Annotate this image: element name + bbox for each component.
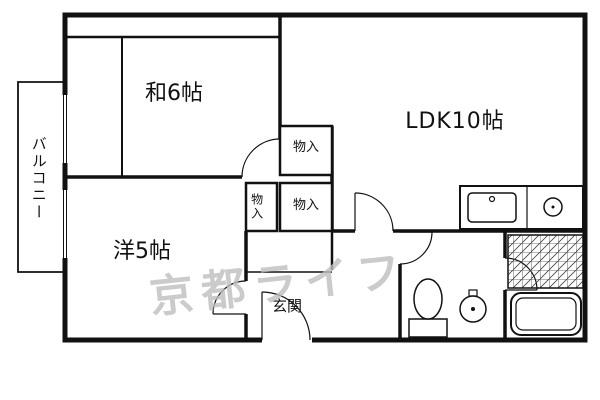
balcony-outline: [17, 81, 65, 273]
western-room-door-arc: [212, 280, 247, 315]
storage-c-box: [278, 181, 334, 233]
kitchen-sink-icon: [467, 192, 517, 223]
storage-closets: [244, 124, 334, 233]
kitchen-counter-icon: [459, 185, 584, 230]
storage-c-label: 物入: [292, 198, 319, 213]
ldk-label: LDK10帖: [405, 109, 505, 134]
ldk-door-arc: [354, 192, 394, 232]
washroom-door-arc: [399, 231, 433, 265]
balcony-label: バルコニー: [29, 135, 48, 221]
storage-b-label: 物入: [249, 193, 264, 221]
entrance-label: 玄関: [271, 297, 302, 315]
interior-walls: [65, 15, 585, 343]
storage-a-label: 物入: [292, 140, 319, 155]
japanese-room-label: 和6帖: [145, 81, 203, 106]
faucet-icon: [488, 195, 496, 203]
entrance-door-arc: [261, 291, 311, 341]
storage-b-box: [244, 181, 279, 233]
bathroom-fixtures: [507, 234, 584, 336]
bathtub-icon: [510, 292, 582, 336]
japanese-room-door-arc: [241, 138, 281, 178]
western-room-label: 洋5帖: [113, 239, 171, 264]
window-icon: [62, 95, 68, 258]
toilet-icon: [408, 278, 448, 338]
storage-a-box: [278, 124, 334, 177]
washbasin-icon: [459, 289, 487, 323]
tile-floor-icon: [507, 234, 584, 289]
